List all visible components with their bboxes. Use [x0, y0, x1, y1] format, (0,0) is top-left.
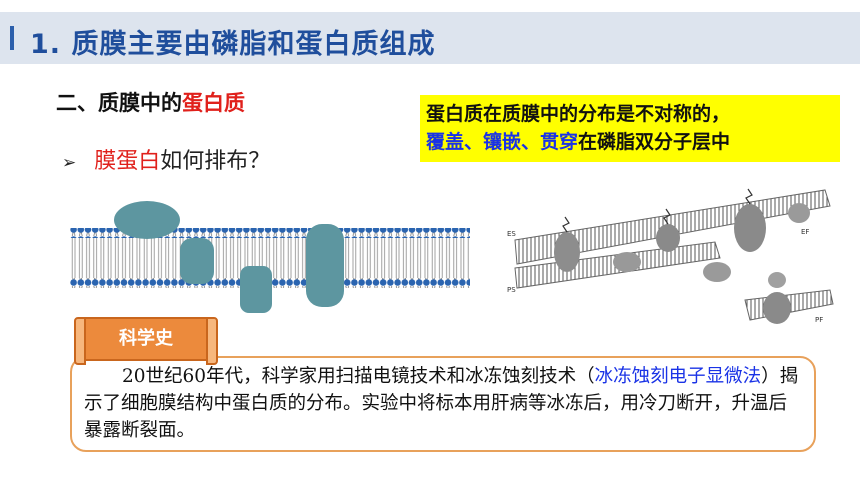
title-accent	[10, 26, 14, 50]
question-highlight: 膜蛋白	[94, 149, 161, 174]
particle-2	[613, 252, 641, 272]
callout-line-2-blue: 覆盖、镶嵌、贯穿	[426, 131, 579, 153]
bullet-arrow-icon: ➢	[62, 153, 77, 173]
history-part1: 20世纪60年代，科学家用扫描电镜技术和冰冻蚀刻技术（	[122, 366, 595, 387]
lipid-head-row-top	[70, 228, 470, 238]
particle-3	[656, 224, 680, 252]
callout-box: 蛋白质在质膜中的分布是不对称的， 覆盖、镶嵌、贯穿在磷脂双分子层中	[420, 95, 840, 162]
glycan-1	[562, 216, 570, 233]
particle-7	[763, 292, 791, 324]
question-rest: 如何排布？	[160, 149, 271, 174]
label-ps: PS	[507, 286, 516, 294]
section-prefix: 二、质膜中的	[56, 91, 182, 115]
particle-6	[703, 262, 731, 282]
particle-5	[788, 203, 810, 223]
section-highlight: 蛋白质	[182, 91, 245, 115]
label-ef: EF	[801, 228, 809, 236]
freeze-fracture-diagram: ES EF PS PF	[507, 188, 834, 324]
section-heading: 二、质膜中的蛋白质	[56, 87, 245, 117]
membrane-diagram	[70, 201, 470, 313]
callout-line-2-rest: 在磷脂双分子层中	[578, 131, 731, 153]
history-method: 冰冻蚀刻电子显微法	[594, 366, 762, 387]
embedded-protein-2	[240, 266, 272, 313]
particle-4	[734, 204, 766, 252]
glycan-2	[663, 208, 671, 225]
embedded-protein-1	[180, 238, 214, 284]
peripheral-protein	[114, 201, 180, 239]
title-bar	[0, 12, 860, 64]
glycan-3	[745, 188, 753, 205]
history-tag: 科学史	[74, 317, 218, 365]
particle-1	[554, 232, 580, 272]
question-line: ➢ 膜蛋白如何排布？	[62, 143, 270, 175]
label-es: ES	[507, 230, 516, 238]
transmembrane-protein	[306, 224, 344, 307]
history-text-box: 20世纪60年代，科学家用扫描电镜技术和冰冻蚀刻技术（冰冻蚀刻电子显微法）揭示了…	[70, 356, 816, 452]
callout-line-1: 蛋白质在质膜中的分布是不对称的，	[426, 103, 731, 125]
callout-line-2: 覆盖、镶嵌、贯穿在磷脂双分子层中	[426, 128, 836, 156]
slide-title: 1. 质膜主要由磷脂和蛋白质组成	[30, 29, 436, 60]
label-pf: PF	[815, 316, 823, 324]
history-part3: ）揭示了细胞膜结构中蛋白质的分布。实验中将标本用肝病等冰冻后，用冷刀断开，升温后…	[84, 366, 799, 441]
particle-8	[768, 272, 786, 288]
